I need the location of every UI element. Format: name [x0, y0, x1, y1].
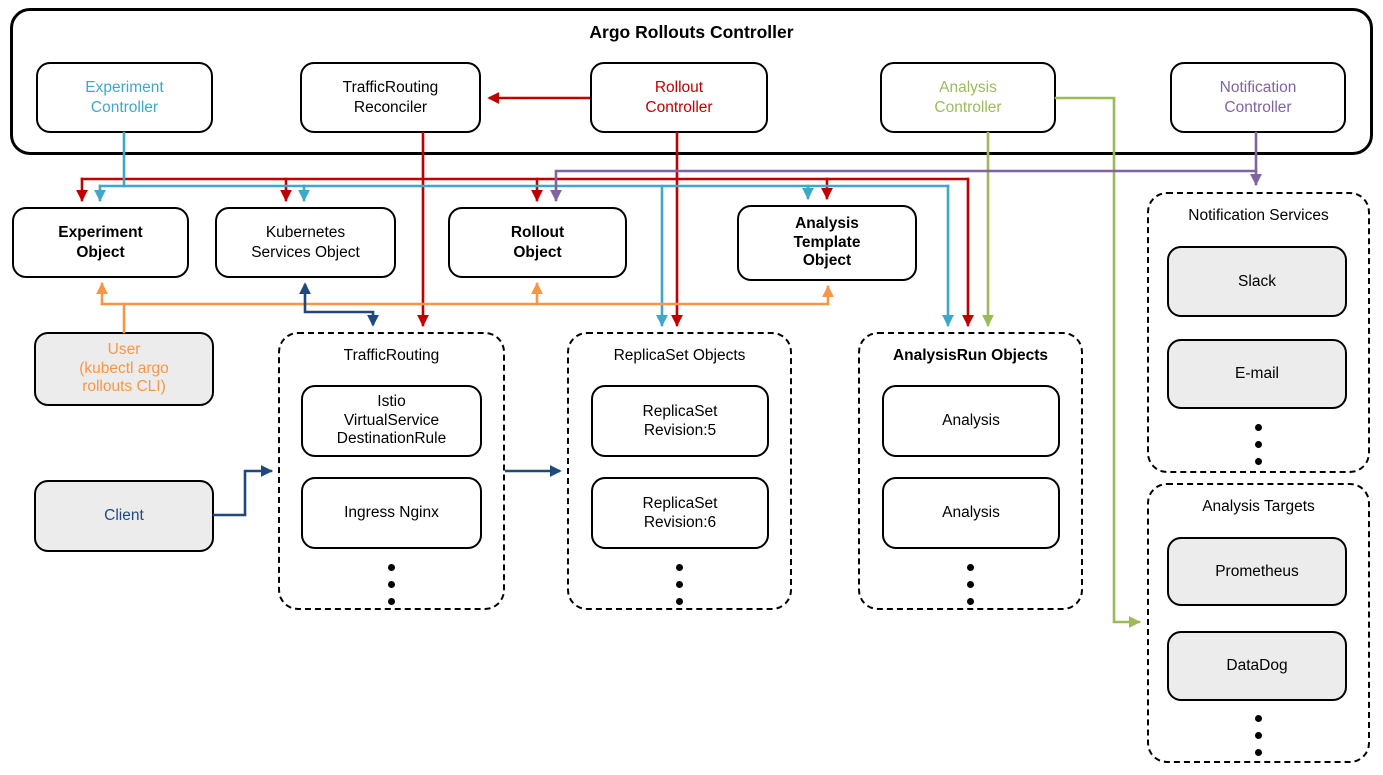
istio-virtualservice-label: Istio VirtualService DestinationRule: [336, 393, 447, 448]
trafficrouting-group-title: TrafficRouting: [343, 347, 440, 364]
replicaset-group-title: ReplicaSet Objects: [613, 347, 746, 364]
analysisrun-group-title: AnalysisRun Objects: [892, 347, 1049, 364]
analysis-targets-title: Analysis Targets: [1202, 498, 1315, 515]
prometheus-box: Prometheus: [1167, 537, 1347, 606]
ellipsis-dots: [1149, 715, 1368, 756]
analysisrun-objects-group: AnalysisRun Objects Analysis Analysis: [858, 332, 1083, 610]
ellipsis-dots: [280, 564, 503, 605]
trafficrouting-group: TrafficRouting Istio VirtualService Dest…: [278, 332, 505, 610]
notification-controller-label: Notification Controller: [1219, 79, 1297, 116]
client-label: Client: [104, 507, 144, 525]
analysis-controller-box: Analysis Controller: [880, 62, 1056, 133]
experiment-object-box: Experiment Object: [12, 207, 189, 278]
datadog-box: DataDog: [1167, 631, 1347, 701]
ellipsis-dots: [860, 564, 1081, 605]
analysis-run-box-1: Analysis: [882, 385, 1060, 457]
trafficrouting-reconciler-label: TrafficRouting Reconciler: [342, 79, 439, 116]
experiment-object-label: Experiment Object: [58, 224, 143, 261]
experiment-controller-label: Experiment Controller: [85, 79, 164, 116]
istio-virtualservice-box: Istio VirtualService DestinationRule: [301, 385, 482, 457]
analysis-template-object-label: Analysis Template Object: [793, 215, 861, 270]
analysis-run-label-2: Analysis: [942, 504, 1000, 522]
rollout-controller-label: Rollout Controller: [645, 79, 713, 116]
replicaset-revision6-box: ReplicaSet Revision:6: [591, 477, 769, 549]
ingress-nginx-label: Ingress Nginx: [344, 504, 439, 522]
slack-label: Slack: [1238, 272, 1276, 290]
email-label: E-mail: [1235, 365, 1279, 383]
replicaset-revision5-box: ReplicaSet Revision:5: [591, 385, 769, 457]
analysis-run-box-2: Analysis: [882, 477, 1060, 549]
rollout-controller-box: Rollout Controller: [590, 62, 768, 133]
email-box: E-mail: [1167, 339, 1347, 409]
ellipsis-dots: [569, 564, 790, 605]
analysis-targets-group: Analysis Targets Prometheus DataDog: [1147, 483, 1370, 763]
ingress-nginx-box: Ingress Nginx: [301, 477, 482, 549]
rollout-object-label: Rollout Object: [510, 224, 565, 261]
diagram-title: Argo Rollouts Controller: [589, 22, 794, 42]
rollout-object-box: Rollout Object: [448, 207, 627, 278]
notification-controller-box: Notification Controller: [1170, 62, 1346, 133]
analysis-template-object-box: Analysis Template Object: [737, 205, 917, 281]
kubernetes-services-object-label: Kubernetes Services Object: [251, 224, 360, 261]
analysis-run-label-1: Analysis: [942, 412, 1000, 430]
notification-services-group: Notification Services Slack E-mail: [1147, 192, 1370, 473]
replicaset-revision6-label: ReplicaSet Revision:6: [642, 494, 718, 531]
notification-services-title: Notification Services: [1188, 207, 1329, 224]
prometheus-label: Prometheus: [1215, 562, 1299, 580]
analysis-controller-label: Analysis Controller: [934, 79, 1002, 116]
datadog-label: DataDog: [1226, 657, 1288, 675]
kubernetes-services-object-box: Kubernetes Services Object: [215, 207, 396, 278]
replicaset-revision5-label: ReplicaSet Revision:5: [642, 402, 718, 439]
user-flows: [96, 282, 834, 334]
argo-rollouts-controller-container: Argo Rollouts Controller: [10, 8, 1373, 155]
replicaset-objects-group: ReplicaSet Objects ReplicaSet Revision:5…: [567, 332, 792, 610]
trafficrouting-reconciler-box: TrafficRouting Reconciler: [300, 62, 481, 133]
user-box: User (kubectl argo rollouts CLI): [34, 332, 214, 406]
user-label: User (kubectl argo rollouts CLI): [79, 341, 169, 396]
experiment-controller-box: Experiment Controller: [36, 62, 213, 133]
slack-box: Slack: [1167, 246, 1347, 317]
client-box: Client: [34, 480, 214, 552]
ellipsis-dots: [1149, 424, 1368, 465]
